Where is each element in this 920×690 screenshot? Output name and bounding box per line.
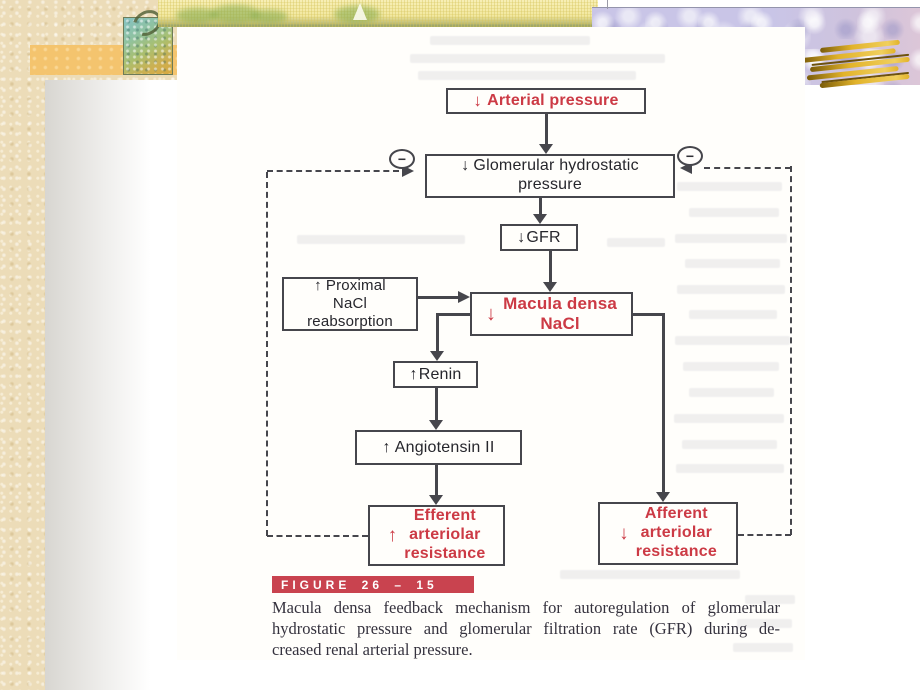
box-label: resistance [635, 542, 717, 560]
feedback-dashed-line-right [790, 166, 792, 535]
arrowhead-right-icon [458, 291, 470, 303]
feedback-dashed-line-left [266, 172, 268, 536]
arrow-glomerular-to-gfr [539, 198, 542, 215]
up-arrow-icon: ↑ [382, 438, 391, 456]
box-label: NaCl [540, 314, 580, 333]
beige-left-strip [0, 0, 45, 690]
box-efferent-arteriolar-resistance: ↑ Efferent arteriolar resistance [368, 505, 505, 566]
box-label: Afferent [644, 505, 708, 523]
ghost-text-line [677, 182, 782, 191]
arrow-macula-to-renin [436, 313, 439, 351]
arrowhead-down-icon [430, 351, 444, 361]
wheat-decor-icon [800, 38, 919, 94]
ghost-text-line [677, 285, 785, 294]
arrow-proximal-to-macula [418, 296, 458, 299]
arrowhead-down-icon [543, 282, 557, 292]
ghost-text-line [675, 336, 790, 345]
grass-tuft-decor [250, 10, 288, 23]
arrow-arterial-to-glomerular [545, 114, 548, 144]
left-shadow-gradient [45, 80, 177, 690]
ghost-text-line [737, 619, 792, 628]
box-label: Macula densa [503, 293, 618, 313]
box-label: Proximal [325, 277, 386, 295]
caption-line: Macula densa feedback mechanism for auto… [272, 598, 780, 617]
down-arrow-icon: ↓ [517, 228, 526, 246]
box-arterial-pressure: ↓ Arterial pressure [446, 88, 646, 114]
feedback-dashed-line-left-bottom [267, 535, 368, 537]
up-arrow-icon: ↑ [387, 524, 398, 546]
connector-macula-to-afferent [633, 313, 665, 316]
arrow-macula-to-afferent [662, 313, 665, 493]
box-label: pressure [518, 176, 582, 193]
hairline-divider [607, 0, 608, 9]
arrow-angiotensin-to-efferent [435, 465, 438, 496]
arrowhead-down-icon [533, 214, 547, 224]
scanned-figure-page: − − ↓ Arterial pressure ↓Glomerular hydr… [177, 27, 805, 660]
up-arrow-icon: ↑ [409, 365, 418, 383]
ghost-text-line [607, 238, 665, 247]
arrowhead-down-icon [539, 144, 553, 154]
down-arrow-icon: ↓ [485, 302, 497, 325]
up-arrow-icon: ↑ [314, 277, 322, 295]
ghost-text-line [689, 310, 777, 319]
grass-tuft-decor [176, 8, 218, 23]
ghost-text-line [685, 259, 780, 268]
arrowhead-down-icon [429, 495, 443, 505]
connector-macula-to-renin [436, 313, 472, 316]
down-arrow-icon: ↓ [473, 91, 483, 110]
feedback-dashed-line-right-bottom [738, 534, 791, 536]
box-macula-densa-nacl: ↓ Macula densa NaCl [470, 292, 633, 336]
feedback-dashed-line-left-top [267, 170, 399, 172]
box-renin: ↑ Renin [393, 361, 478, 388]
arrowhead-down-icon [429, 420, 443, 430]
ghost-text-line [675, 234, 787, 243]
box-proximal-nacl-reabsorption: ↑Proximal NaCl reabsorption [282, 277, 418, 331]
feedback-dashed-line-right-top [704, 167, 791, 169]
ghost-text-line [418, 71, 636, 80]
box-label: GFR [526, 228, 561, 246]
pine-tree-decor-icon [353, 3, 367, 20]
box-angiotensin-ii: ↑ Angiotensin II [355, 430, 522, 465]
figure-caption: Macula densa feedback mechanism for auto… [272, 597, 780, 660]
down-arrow-icon: ↓ [461, 157, 470, 175]
ghost-text-line [683, 362, 779, 371]
box-label: Glomerular hydrostatic [473, 157, 639, 175]
box-label: arteriolar [640, 524, 713, 542]
box-label: Arterial pressure [487, 92, 619, 109]
down-arrow-icon: ↓ [619, 522, 629, 544]
teal-decor-square [123, 4, 173, 75]
ghost-text-line [676, 464, 784, 473]
ghost-text-line [560, 570, 740, 579]
caption-line: hydrostatic pressure and glomerular filt… [272, 619, 780, 638]
yellow-top-strip [158, 0, 598, 27]
arrow-gfr-to-macula [549, 251, 552, 283]
box-label: Renin [418, 365, 462, 383]
inhibition-minus-icon: − [389, 149, 415, 169]
caption-line: creased renal arterial pressure. [272, 640, 473, 659]
ghost-text-line [674, 414, 784, 423]
ghost-text-line [297, 235, 465, 244]
box-label: resistance [404, 544, 486, 562]
ghost-text-line [733, 643, 793, 652]
box-label: Efferent [413, 507, 476, 525]
box-glomerular-hydrostatic-pressure: ↓Glomerular hydrostatic pressure [425, 154, 675, 198]
inhibition-minus-icon: − [677, 146, 703, 166]
box-gfr: ↓ GFR [500, 224, 578, 251]
box-label: NaCl [332, 295, 368, 313]
ghost-text-line [682, 440, 777, 449]
grass-tuft-decor [210, 5, 260, 23]
arrowhead-down-icon [656, 492, 670, 502]
box-label: arteriolar [409, 526, 481, 544]
box-label: reabsorption [307, 312, 393, 330]
ghost-text-line [430, 36, 590, 45]
ghost-text-line [689, 388, 774, 397]
teal-speckle-texture [124, 18, 172, 74]
figure-number-banner: FIGURE 26 – 15 [272, 576, 474, 593]
ghost-text-line [689, 208, 779, 217]
box-afferent-arteriolar-resistance: ↓ Afferent arteriolar resistance [598, 502, 738, 565]
box-label: Angiotensin II [394, 438, 495, 456]
ghost-text-line [745, 595, 795, 604]
arrow-renin-to-angiotensin [435, 388, 438, 421]
ghost-text-line [410, 54, 665, 63]
